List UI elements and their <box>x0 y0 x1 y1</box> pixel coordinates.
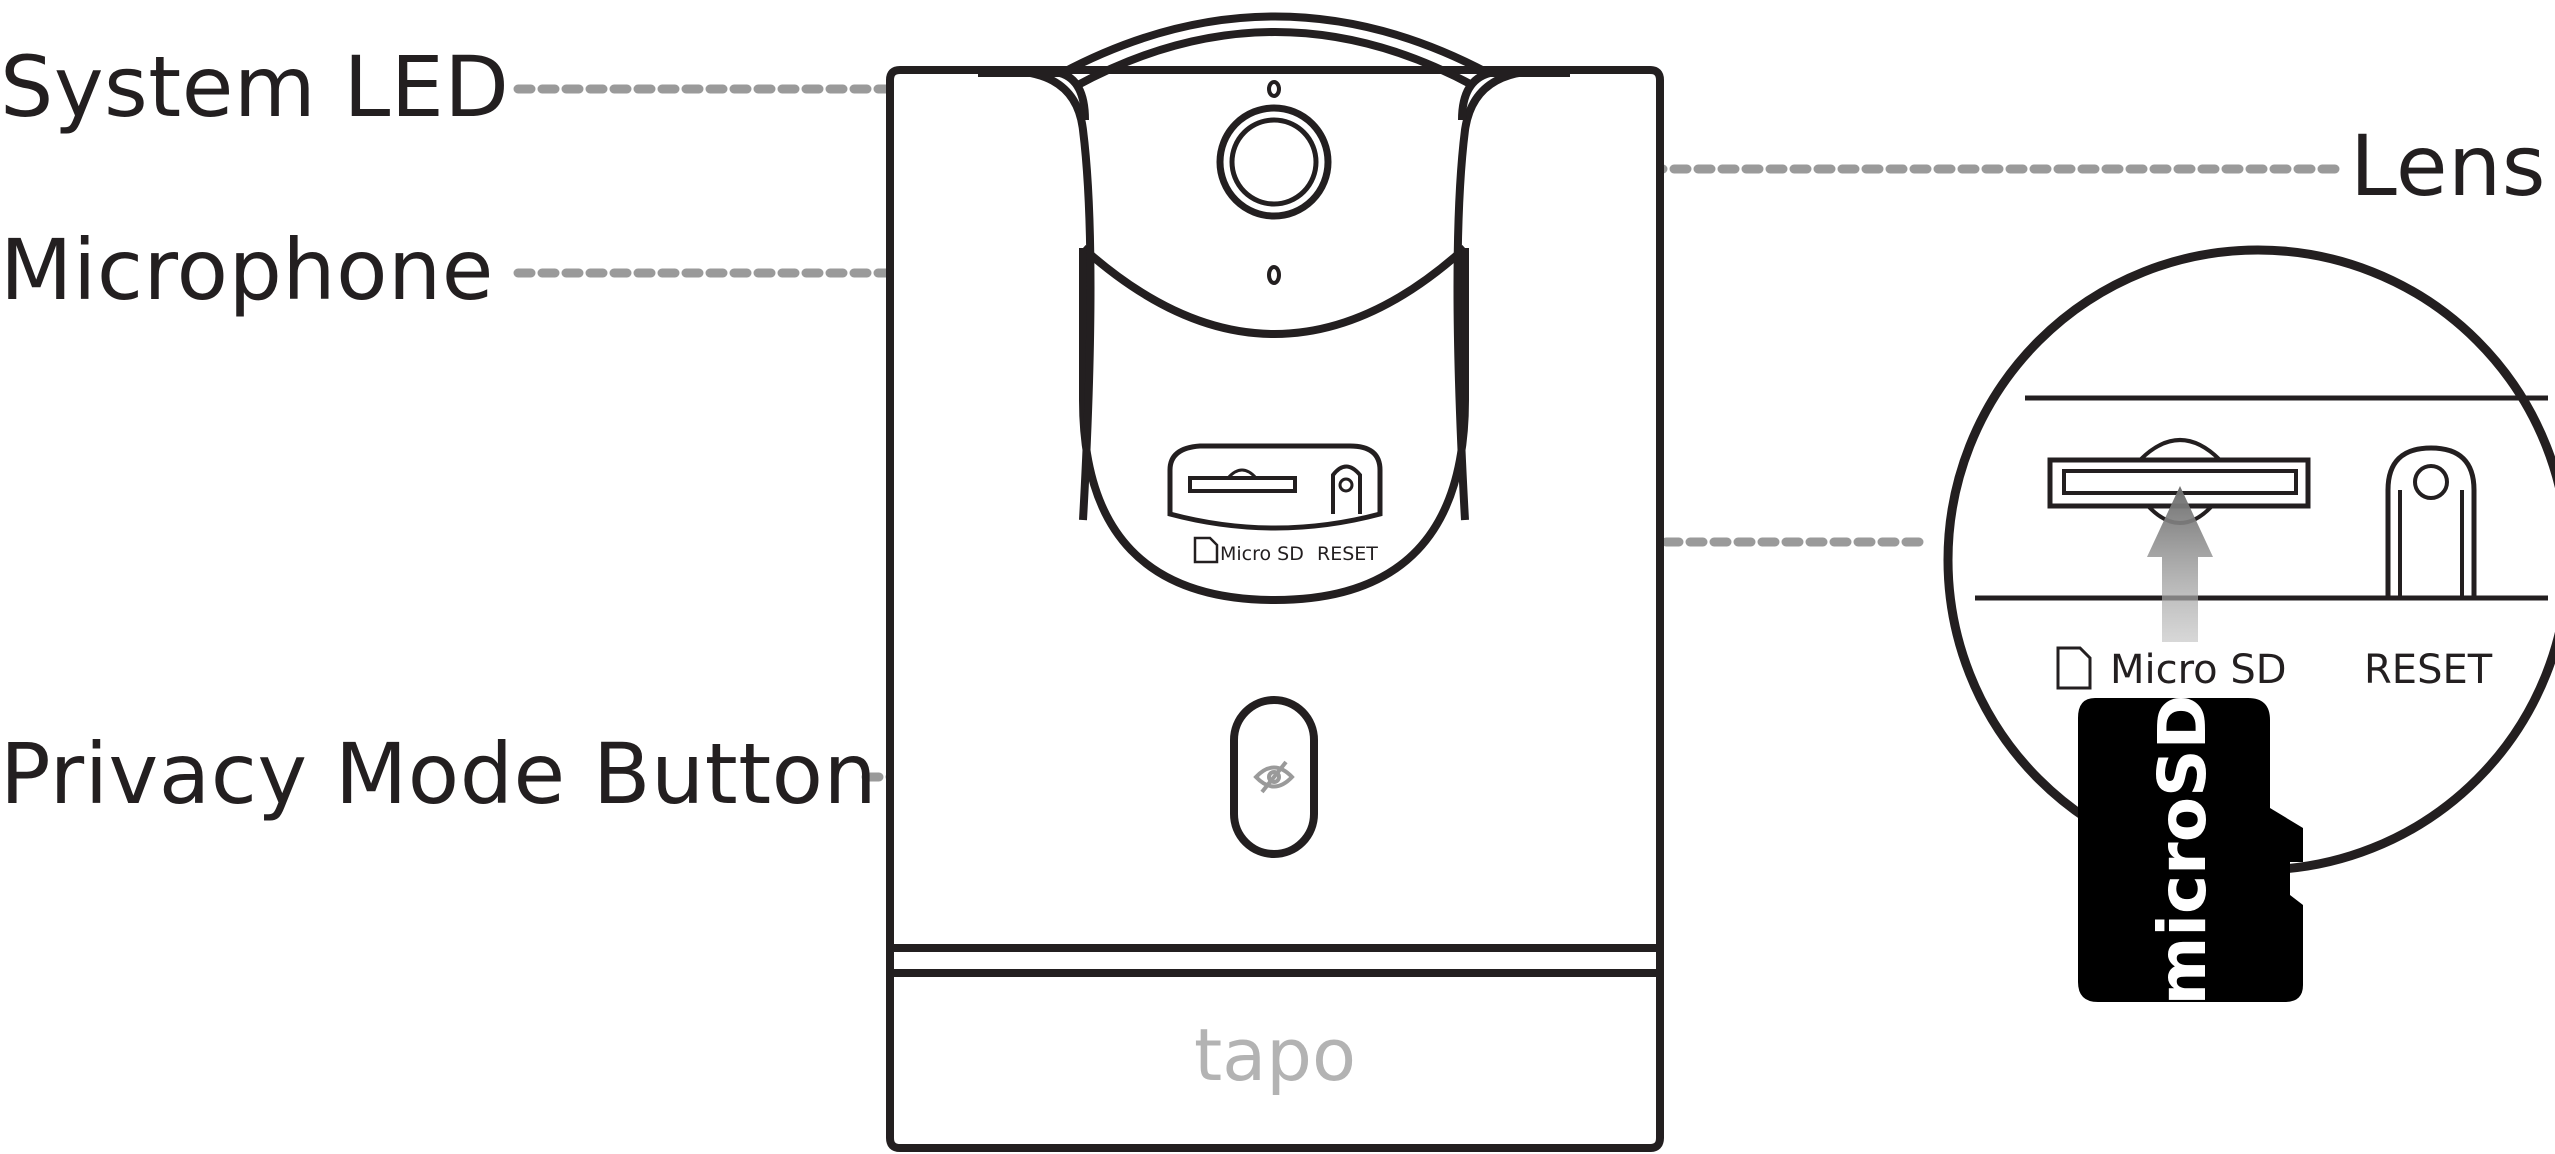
camera-head <box>1080 245 1468 338</box>
brand-logo: tapo <box>1194 1013 1356 1097</box>
privacy-mode-button <box>1230 696 1318 858</box>
micro-sd-card-text: microSD <box>2144 695 2221 1006</box>
system-led-indicator <box>1267 80 1281 98</box>
zoom-sd-card-icon <box>2056 646 2092 690</box>
camera-body <box>886 12 1664 1152</box>
camera-housing <box>886 66 1664 1152</box>
zoom-detail: Micro SD RESET microSD <box>1943 245 2555 1006</box>
sd-card-icon <box>1193 536 1219 564</box>
callout-lens: Lens <box>2350 117 2547 215</box>
camera-reset-label: RESET <box>1317 543 1378 565</box>
callout-microphone: Microphone <box>0 221 494 319</box>
camera-sd-panel <box>1167 443 1383 531</box>
eye-slash-icon <box>1253 760 1295 794</box>
zoom-reset-label: RESET <box>2364 647 2493 693</box>
camera-micro-sd-label: Micro SD <box>1220 543 1304 565</box>
camera-dome <box>1060 12 1490 77</box>
micro-sd-card: microSD <box>2078 695 2303 1006</box>
microphone-hole <box>1267 265 1281 285</box>
zoom-micro-sd-label: Micro SD <box>2110 647 2287 693</box>
lens <box>1216 104 1332 220</box>
callout-privacy-mode-button: Privacy Mode Button <box>0 725 878 823</box>
arrow-up-icon <box>2147 486 2213 642</box>
zoom-reset-hole <box>2385 445 2477 598</box>
callout-system-led: System LED <box>0 38 510 136</box>
